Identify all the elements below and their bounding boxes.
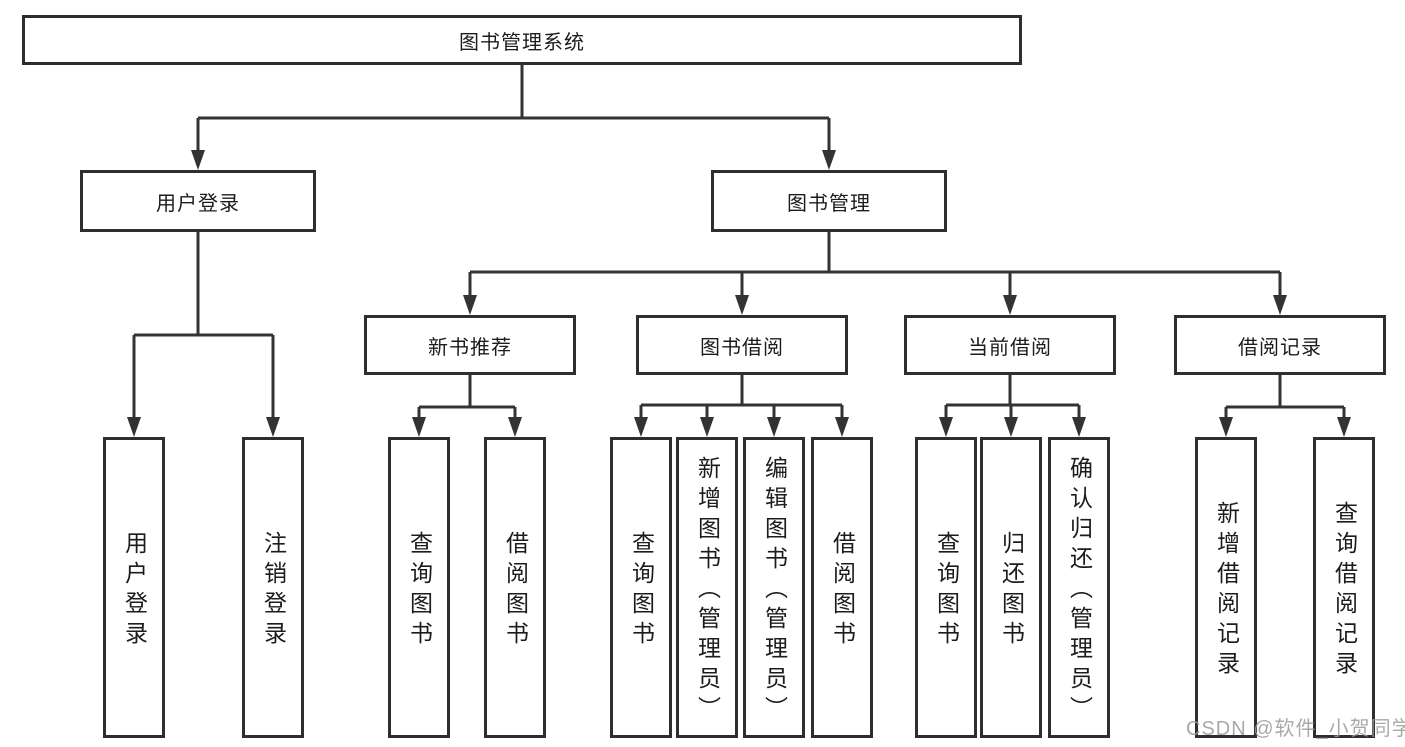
- leaf-current-query-books: 查询图书: [915, 437, 977, 738]
- leaf-logout: 注销登录: [242, 437, 304, 738]
- leaf-newbook-query-books: 查询图书: [388, 437, 450, 738]
- leaf-newbook-borrow-books: 借阅图书: [484, 437, 546, 738]
- csdn-watermark: CSDN @软件_小贺同学: [1186, 718, 1405, 740]
- node-current-borrowing: 当前借阅: [904, 315, 1116, 375]
- leaf-borrow-borrow-books: 借阅图书: [811, 437, 873, 738]
- node-book-borrowing: 图书借阅: [636, 315, 848, 375]
- node-root-system: 图书管理系统: [22, 15, 1022, 65]
- leaf-user-login: 用户登录: [103, 437, 165, 738]
- node-book-management: 图书管理: [711, 170, 947, 232]
- leaf-borrow-query-books: 查询图书: [610, 437, 672, 738]
- arrowhead-icons: [127, 150, 1351, 437]
- node-user-login: 用户登录: [80, 170, 316, 232]
- leaf-borrow-edit-books-admin: 编辑图书（管理员）: [743, 437, 805, 738]
- node-new-book-recommend: 新书推荐: [364, 315, 576, 375]
- leaf-records-query-record: 查询借阅记录: [1313, 437, 1375, 738]
- leaf-current-return-books: 归还图书: [980, 437, 1042, 738]
- node-borrowing-records: 借阅记录: [1174, 315, 1386, 375]
- leaf-records-add-record: 新增借阅记录: [1195, 437, 1257, 738]
- leaf-current-confirm-return-admin: 确认归还（管理员）: [1048, 437, 1110, 738]
- connector-stems: [132, 65, 1346, 421]
- leaf-borrow-add-books-admin: 新增图书（管理员）: [676, 437, 738, 738]
